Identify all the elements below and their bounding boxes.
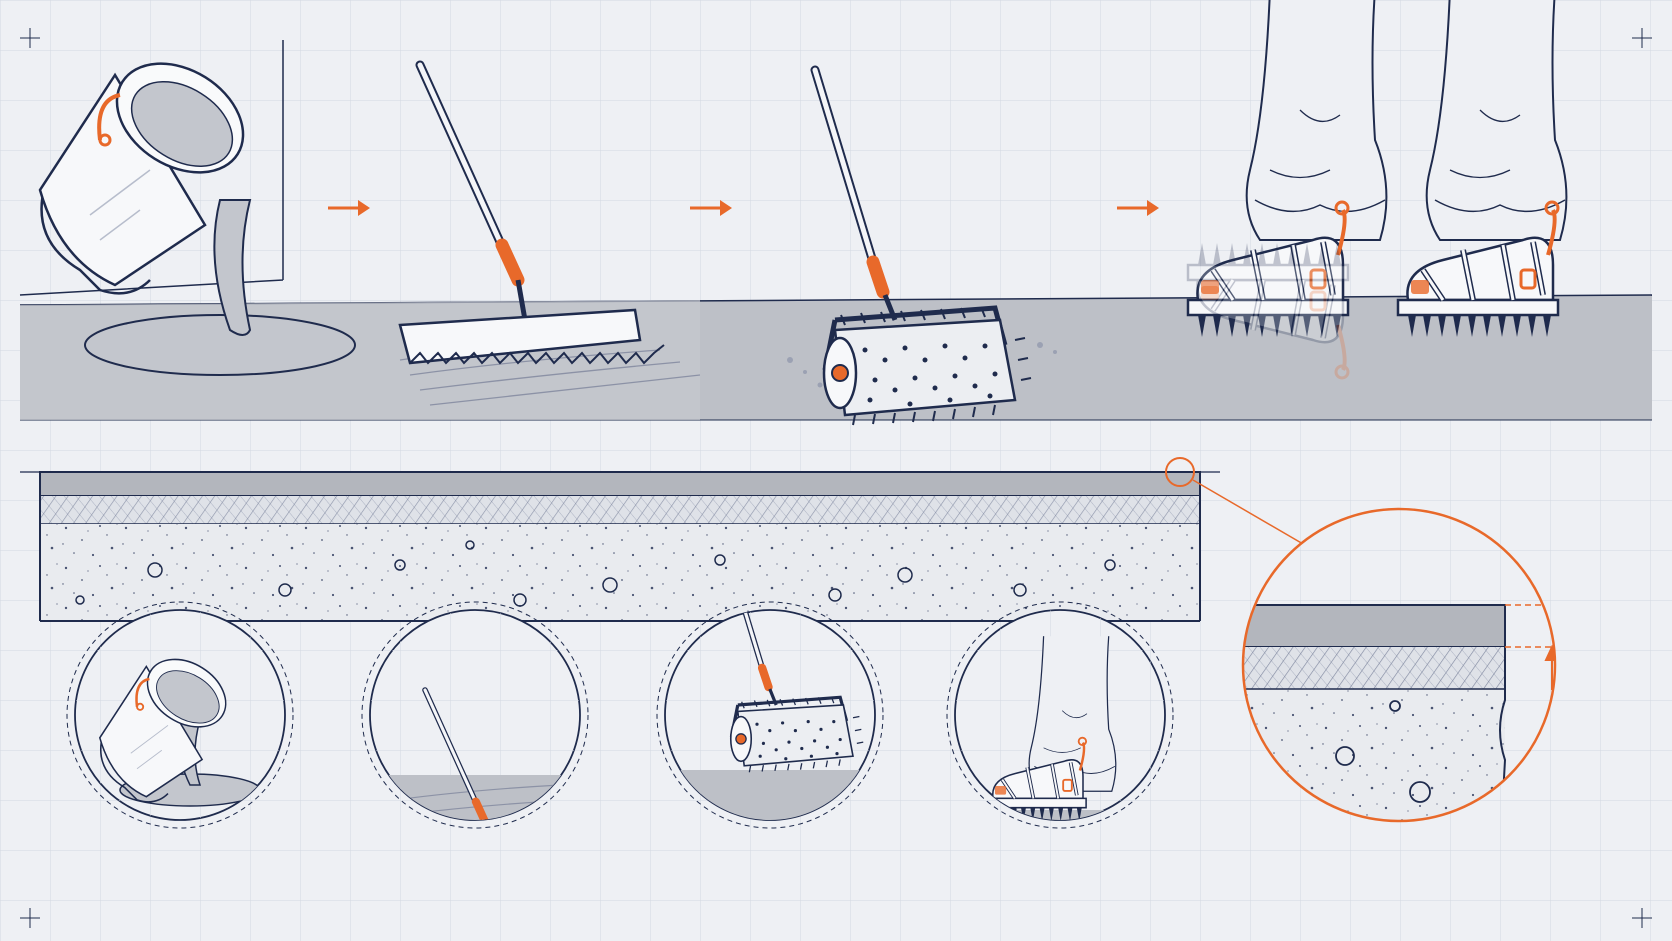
arrow-right-icon bbox=[328, 200, 370, 216]
topcoat-layer bbox=[39, 471, 1201, 497]
thumbnail-walk bbox=[946, 601, 1174, 829]
floor-cross-section bbox=[20, 457, 1323, 622]
liquid-stream bbox=[213, 199, 252, 336]
detail-marker bbox=[1165, 457, 1195, 487]
liquid-puddle bbox=[84, 314, 356, 376]
arrow-right-icon bbox=[1117, 200, 1159, 216]
registration-marks bbox=[20, 28, 1652, 928]
thumbnail-deaerate bbox=[656, 601, 884, 829]
step-arrows bbox=[328, 200, 1159, 216]
detail-topcoat bbox=[1243, 604, 1506, 648]
layer-thickness-detail bbox=[1241, 507, 1557, 823]
thumbnail-pour bbox=[66, 601, 294, 829]
arrow-right-icon bbox=[690, 200, 732, 216]
step-spread-squeegee bbox=[400, 65, 701, 406]
right-leg-icon bbox=[1425, 0, 1568, 241]
process-top-panel bbox=[19, 0, 1653, 425]
step-pour-bucket bbox=[38, 39, 356, 376]
left-leg-icon bbox=[1245, 0, 1388, 241]
step-thumbnails bbox=[66, 601, 1174, 829]
step-deaerate-roller bbox=[787, 70, 1057, 425]
concrete-aggregate bbox=[75, 540, 1116, 607]
